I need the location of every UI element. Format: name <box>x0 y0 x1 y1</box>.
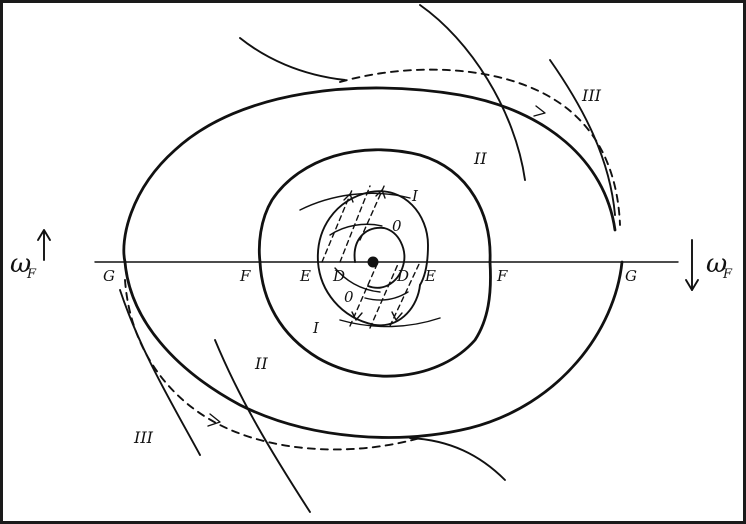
zone-I-bottom-label: I <box>312 319 320 337</box>
zone-II-bottom-label: II <box>254 354 268 373</box>
streamline-bottom-2 <box>364 291 409 301</box>
streamline-top-1 <box>299 192 411 211</box>
omega-left-arrow-head <box>37 229 51 241</box>
dashed-trajectory-top <box>339 68 621 226</box>
dashed-diagonal-1 <box>321 189 353 263</box>
dashed-diagonal-4 <box>349 261 379 327</box>
zone-0-top-label: 0 <box>392 217 402 235</box>
arrow-head-4 <box>391 311 403 321</box>
axis-label-F-left: F <box>239 267 251 285</box>
center-point <box>367 256 379 268</box>
axis-label-F-right: F <box>496 267 508 285</box>
omega-left-sub: F <box>26 267 37 282</box>
dashed-diagonal-2 <box>339 185 371 263</box>
arrow-head-3 <box>351 311 363 321</box>
streamline-III-top-2 <box>419 4 526 181</box>
outer-spiral-lower <box>123 260 624 439</box>
zone-III-bottom-label: III <box>133 428 154 447</box>
streamline-III-top-3 <box>549 59 616 216</box>
arrow-head-top-right <box>533 105 546 117</box>
middle-spiral-upper <box>257 148 492 264</box>
dashed-diagonal-5 <box>369 263 399 329</box>
axis-label-D-left: D <box>332 267 345 285</box>
zone-III-top-label: III <box>581 86 602 105</box>
axis-label-D-right: D <box>396 267 409 285</box>
streamline-III-bottom-3 <box>409 437 506 481</box>
omega-left-label: ω <box>10 249 31 279</box>
dashed-diagonal-6 <box>389 261 421 327</box>
streamline-III-top-1 <box>239 37 346 81</box>
middle-spiral-lower <box>258 260 492 378</box>
arrow-head-2 <box>375 189 386 199</box>
dashed-diagonal-3 <box>359 183 386 241</box>
streamline-III-bottom-2 <box>214 339 311 513</box>
outer-spiral-upper <box>122 86 617 264</box>
zone-I-top-label: I <box>411 187 419 205</box>
omega-right-sub: F <box>722 267 733 282</box>
axis-label-E-left: E <box>299 267 311 285</box>
arrow-head-bottom-left <box>207 413 221 427</box>
inner-spiral-lower <box>317 261 421 327</box>
omega-right-label: ω <box>706 249 727 279</box>
dashed-trajectory-bottom <box>124 279 421 451</box>
omega-right-arrow-head <box>685 279 699 291</box>
axis-label-G-left: G <box>103 267 115 285</box>
innermost-arc-low <box>334 267 381 293</box>
spiral-diagram: ω F ω F G F E D D E F G I I 0 0 II II II… <box>10 4 733 513</box>
arrow-head-1 <box>343 193 354 203</box>
axis-label-E-right: E <box>424 267 436 285</box>
zone-0-bottom-label: 0 <box>344 288 354 306</box>
inner-spiral-upper <box>316 190 429 286</box>
streamline-III-bottom-1 <box>119 289 201 456</box>
zone-II-top-label: II <box>473 149 487 168</box>
axis-label-G-right: G <box>625 267 637 285</box>
